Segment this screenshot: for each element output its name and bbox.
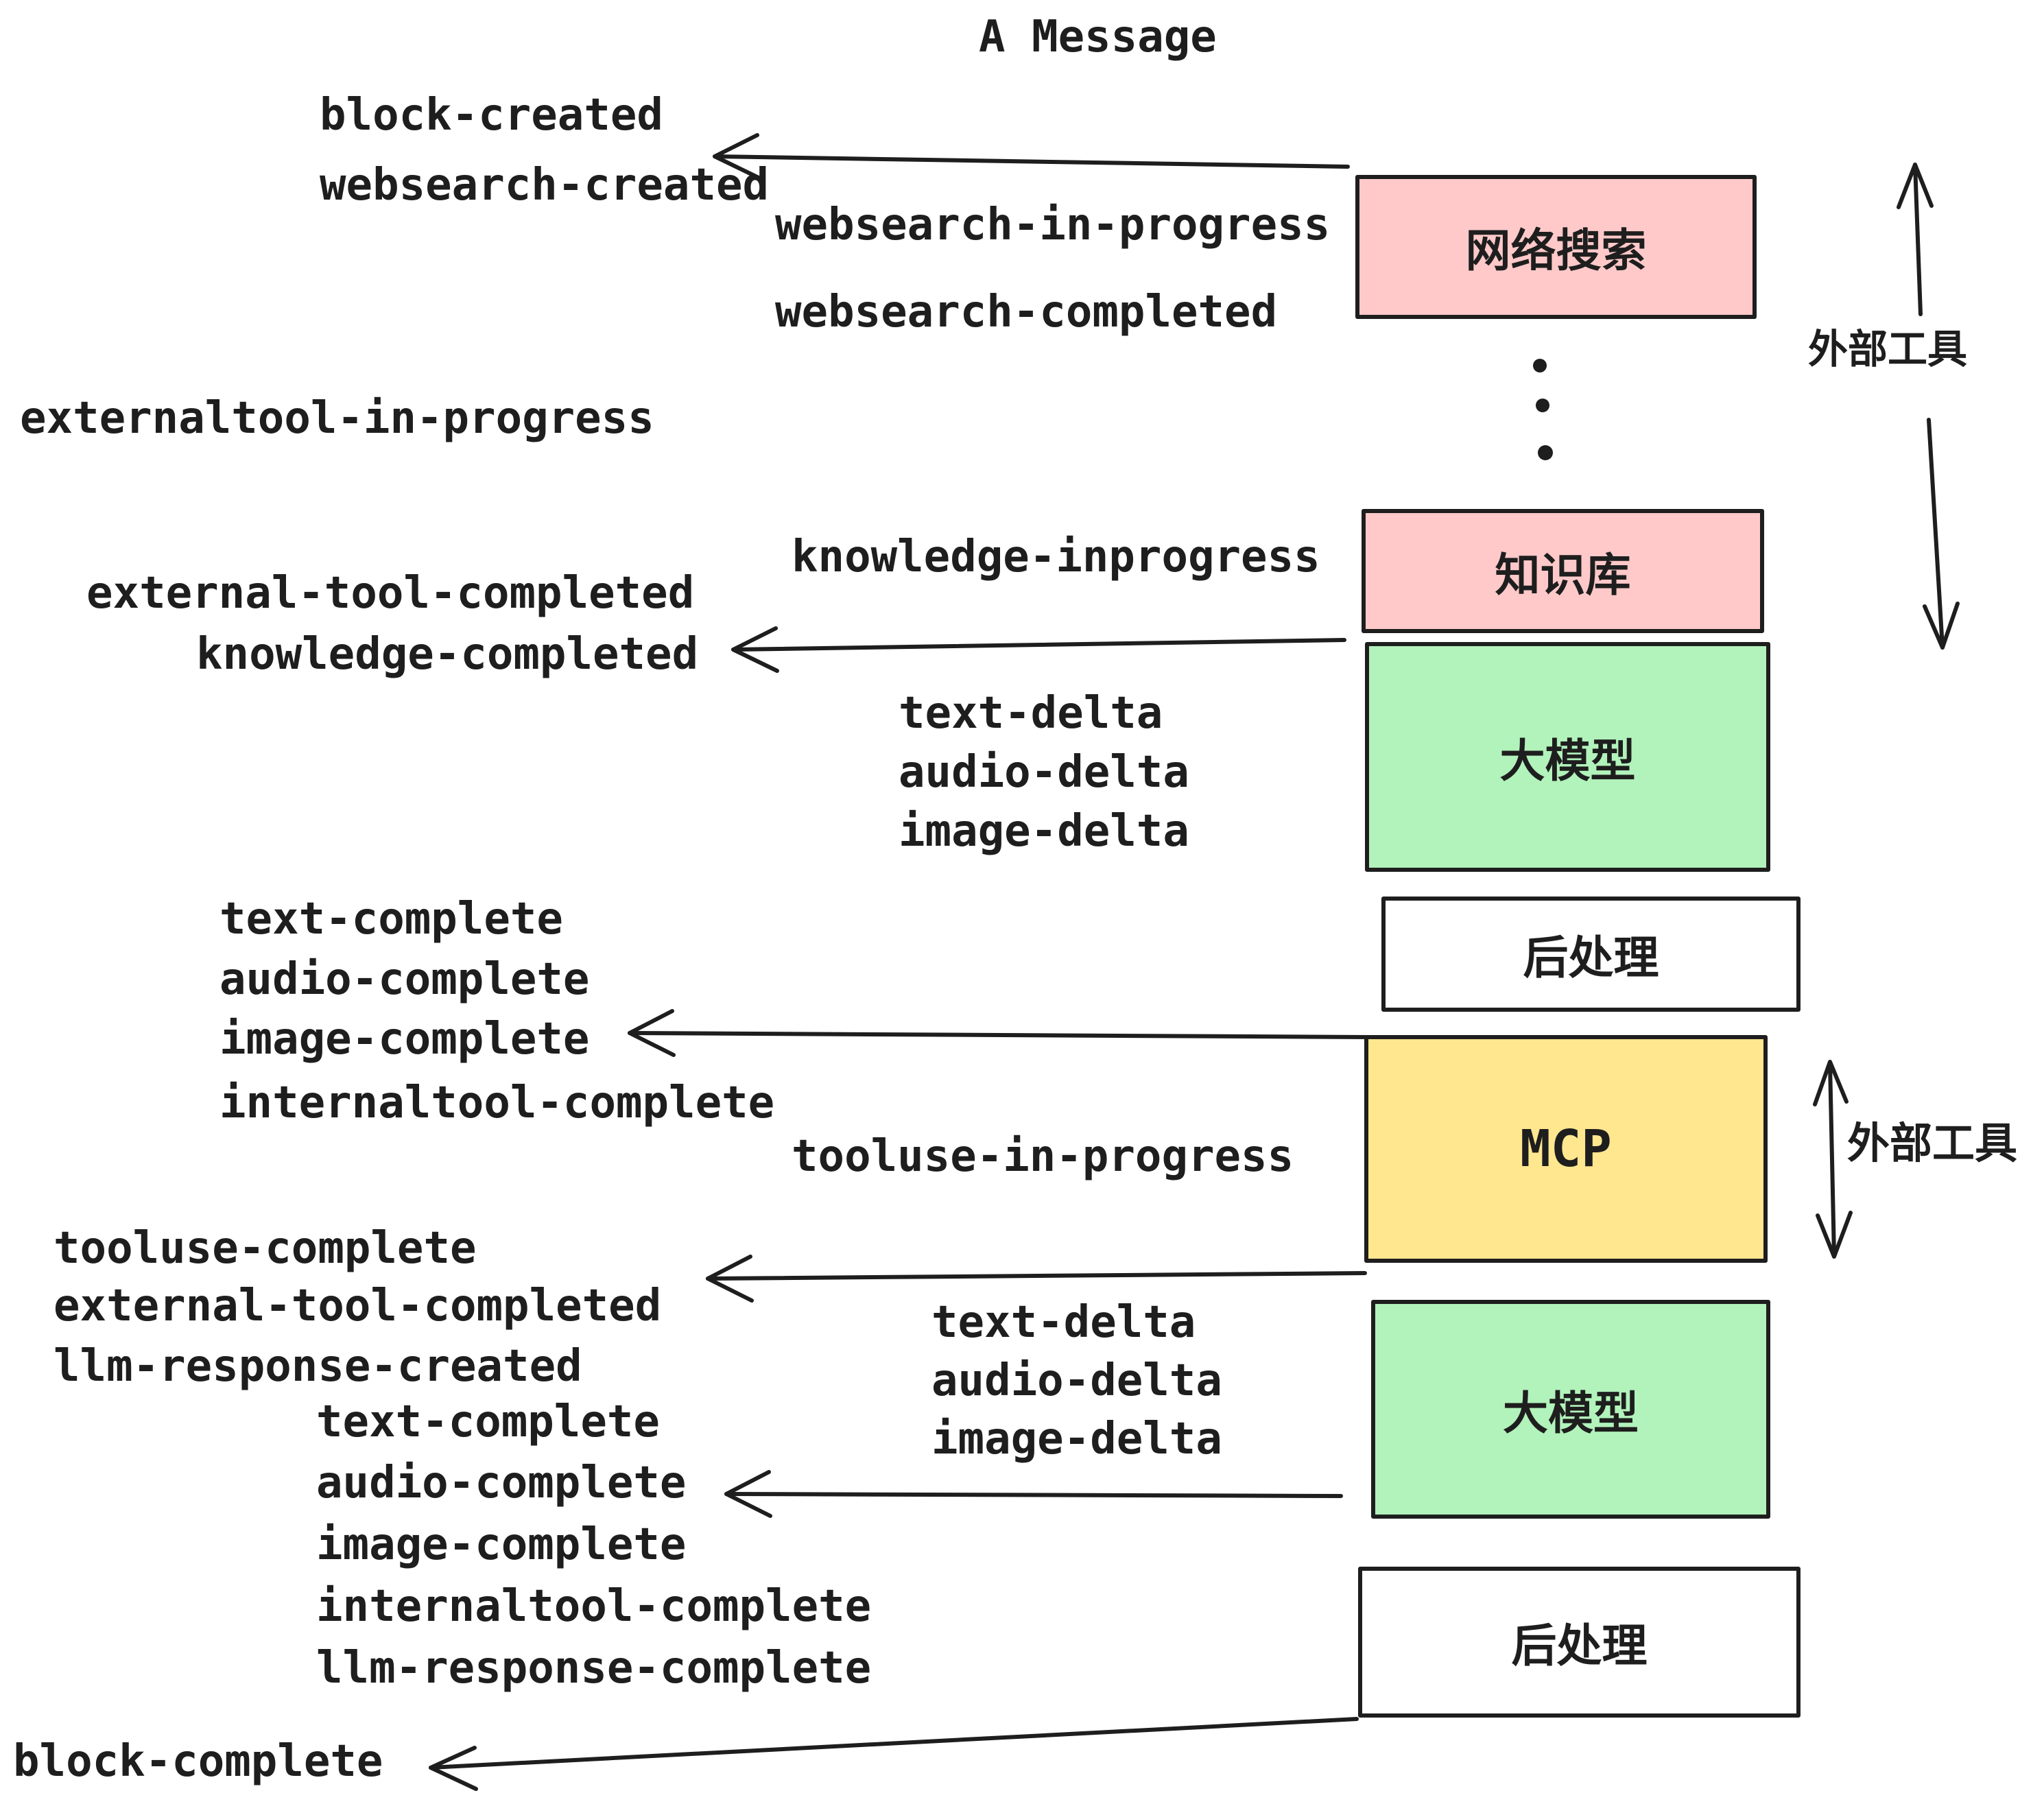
vertical-dots-icon bbox=[1533, 359, 1553, 460]
box-postprocess-2-label: 后处理 bbox=[1511, 1619, 1648, 1672]
arrow-postprocess1-to-image-complete bbox=[628, 1009, 1370, 1057]
box-mcp-label: MCP bbox=[1520, 1119, 1612, 1178]
event-internaltool-complete-1: internaltool-complete bbox=[219, 1078, 775, 1128]
box-llm-1: 大模型 bbox=[1365, 642, 1770, 872]
box-postprocess-2: 后处理 bbox=[1358, 1567, 1801, 1718]
event-websearch-created: websearch-created bbox=[320, 160, 770, 211]
arrow-websearch-to-block-created bbox=[713, 133, 1350, 180]
event-llm-response-created: llm-response-created bbox=[54, 1341, 582, 1392]
event-websearch-completed: websearch-completed bbox=[775, 287, 1278, 337]
event-knowledge-completed: knowledge-completed bbox=[196, 629, 699, 680]
external-tools-note-top: 外部工具 bbox=[1808, 326, 1968, 372]
event-external-tool-completed-1: external-tool-completed bbox=[86, 568, 695, 619]
event-knowledge-inprogress: knowledge-inprogress bbox=[792, 532, 1320, 582]
box-websearch: 网络搜索 bbox=[1355, 175, 1757, 319]
box-websearch-label: 网络搜索 bbox=[1465, 224, 1647, 277]
page-title: A Message bbox=[979, 12, 1217, 62]
event-internaltool-complete-2: internaltool-complete bbox=[316, 1581, 872, 1632]
event-llm-response-complete: llm-response-complete bbox=[316, 1643, 872, 1694]
event-block-complete: block-complete bbox=[13, 1736, 383, 1787]
external-tools-down-arrow bbox=[1923, 418, 1960, 650]
event-block-created: block-created bbox=[320, 90, 663, 141]
event-externaltool-in-progress: externaltool-in-progress bbox=[20, 393, 654, 444]
arrow-postprocess2-to-block-complete bbox=[429, 1717, 1359, 1791]
event-image-complete-1: image-complete bbox=[219, 1014, 590, 1065]
event-text-complete-1: text-complete bbox=[219, 894, 563, 945]
box-postprocess-1-label: 后处理 bbox=[1523, 931, 1659, 984]
mcp-external-tools-double-arrow bbox=[1813, 1060, 1853, 1259]
event-image-complete-2: image-complete bbox=[316, 1519, 687, 1570]
arrow-llm2-to-audio-complete bbox=[724, 1470, 1343, 1518]
arrow-knowledge-to-knowledge-completed bbox=[731, 626, 1346, 673]
box-llm-2-label: 大模型 bbox=[1503, 1386, 1639, 1440]
event-audio-delta-2: audio-delta bbox=[931, 1355, 1222, 1406]
box-knowledge-label: 知识库 bbox=[1495, 548, 1631, 602]
arrow-mcp-to-tooluse-complete bbox=[706, 1255, 1367, 1303]
event-text-complete-2: text-complete bbox=[316, 1397, 660, 1447]
external-tools-up-arrow bbox=[1897, 163, 1934, 316]
event-websearch-in-progress: websearch-in-progress bbox=[775, 200, 1331, 250]
box-postprocess-1: 后处理 bbox=[1381, 897, 1801, 1012]
box-knowledge: 知识库 bbox=[1362, 509, 1764, 633]
box-llm-2: 大模型 bbox=[1371, 1300, 1770, 1519]
external-tools-note-mid: 外部工具 bbox=[1847, 1118, 2018, 1168]
event-text-delta-1: text-delta bbox=[899, 688, 1163, 739]
box-mcp: MCP bbox=[1364, 1035, 1768, 1263]
event-image-delta-1: image-delta bbox=[899, 806, 1189, 857]
box-llm-1-label: 大模型 bbox=[1499, 734, 1636, 787]
event-tooluse-in-progress: tooluse-in-progress bbox=[792, 1131, 1294, 1182]
event-audio-delta-1: audio-delta bbox=[899, 747, 1189, 798]
event-external-tool-completed-2: external-tool-completed bbox=[54, 1281, 662, 1331]
event-audio-complete-2: audio-complete bbox=[316, 1458, 687, 1508]
event-tooluse-complete: tooluse-complete bbox=[54, 1223, 477, 1274]
event-image-delta-2: image-delta bbox=[931, 1414, 1222, 1464]
event-audio-complete-1: audio-complete bbox=[219, 954, 590, 1005]
event-text-delta-2: text-delta bbox=[931, 1297, 1196, 1348]
